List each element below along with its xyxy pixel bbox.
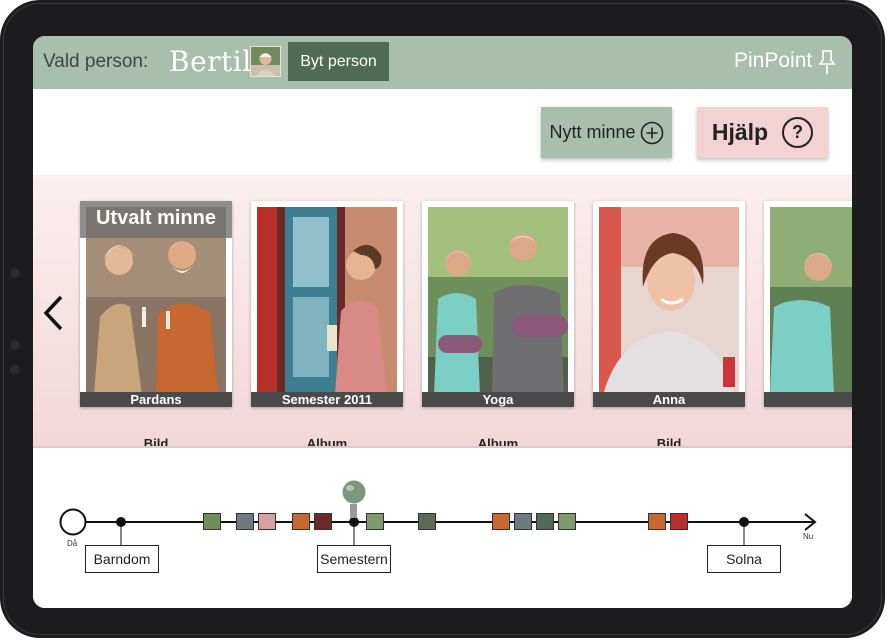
change-person-button[interactable]: Byt person [288, 42, 389, 81]
help-button[interactable]: Hjälp ? [697, 107, 828, 158]
brand-logo: PinPoint [734, 49, 813, 72]
plus-circle-icon [640, 121, 663, 144]
timeline-thumbnail[interactable] [670, 513, 688, 530]
side-button [10, 340, 20, 350]
timeline-thumbnail[interactable] [418, 513, 436, 530]
selected-person-name: Bertil [169, 45, 252, 78]
tablet-edge [3, 3, 882, 635]
memory-photo [770, 207, 852, 395]
timeline-thumbnail[interactable] [203, 513, 221, 530]
app-screen: Vald person: Bertil Byt person PinPoint … [33, 36, 852, 608]
timeline-thumbnail[interactable] [314, 513, 332, 530]
selected-person-label: Vald person: [43, 51, 149, 72]
memory-card[interactable] [764, 201, 852, 407]
question-circle-icon: ? [782, 117, 814, 148]
timeline-thumbnail[interactable] [292, 513, 310, 530]
memory-carousel: Utvalt minne Pardans Bild [33, 175, 852, 448]
timeline-thumbnail[interactable] [648, 513, 666, 530]
timeline-thumbnail[interactable] [258, 513, 276, 530]
timeline-marker-barndom[interactable]: Barndom [85, 545, 159, 573]
timeline-thumbnail[interactable] [492, 513, 510, 530]
new-memory-button[interactable]: Nytt minne [541, 107, 672, 158]
person-photo-icon[interactable] [250, 46, 281, 77]
memory-card[interactable]: Yoga Album [422, 201, 574, 448]
timeline-thumbnail[interactable] [558, 513, 576, 530]
timeline-thumbnail[interactable] [536, 513, 554, 530]
memory-card-title: Pardans [80, 392, 232, 407]
new-memory-label: Nytt minne [549, 122, 636, 142]
memory-photo [599, 207, 739, 395]
memory-card[interactable]: Semester 2011 Album [251, 201, 403, 448]
memory-card-title: Yoga [422, 392, 574, 407]
side-button [10, 268, 20, 278]
timeline-thumbnail[interactable] [514, 513, 532, 530]
memory-card-title: Anna [593, 392, 745, 407]
memory-card[interactable]: Utvalt minne Pardans Bild [80, 201, 232, 448]
timeline-thumbnail[interactable] [366, 513, 384, 530]
memory-card-type: Album [477, 436, 519, 448]
memory-card-type: Album [306, 436, 348, 448]
chevron-left-icon[interactable] [41, 293, 65, 333]
timeline-marker-semestern[interactable]: Semestern [317, 545, 391, 573]
memory-card-title [764, 392, 852, 407]
action-bar: Nytt minne Hjälp ? [33, 89, 852, 175]
memory-card-title: Semester 2011 [251, 392, 403, 407]
timeline-thumbnail[interactable] [236, 513, 254, 530]
timeline-marker-solna[interactable]: Solna [707, 545, 781, 573]
timeline-start-label: Då [67, 539, 78, 548]
timeline-end-label: Nu [803, 532, 814, 541]
featured-memory-banner: Utvalt minne [80, 201, 232, 238]
memory-card-type: Bild [143, 436, 169, 448]
memory-photo [428, 207, 568, 395]
memory-card[interactable]: Anna Bild [593, 201, 745, 448]
memory-card-type: Bild [656, 436, 682, 448]
top-bar: Vald person: Bertil Byt person PinPoint [33, 36, 852, 89]
side-button [10, 365, 20, 375]
memory-photo [257, 207, 397, 395]
help-label: Hjälp [711, 119, 769, 145]
memory-timeline: Då Nu Barndom Semestern Solna [33, 448, 852, 608]
pin-icon [818, 50, 836, 74]
timeline-track [59, 480, 817, 545]
